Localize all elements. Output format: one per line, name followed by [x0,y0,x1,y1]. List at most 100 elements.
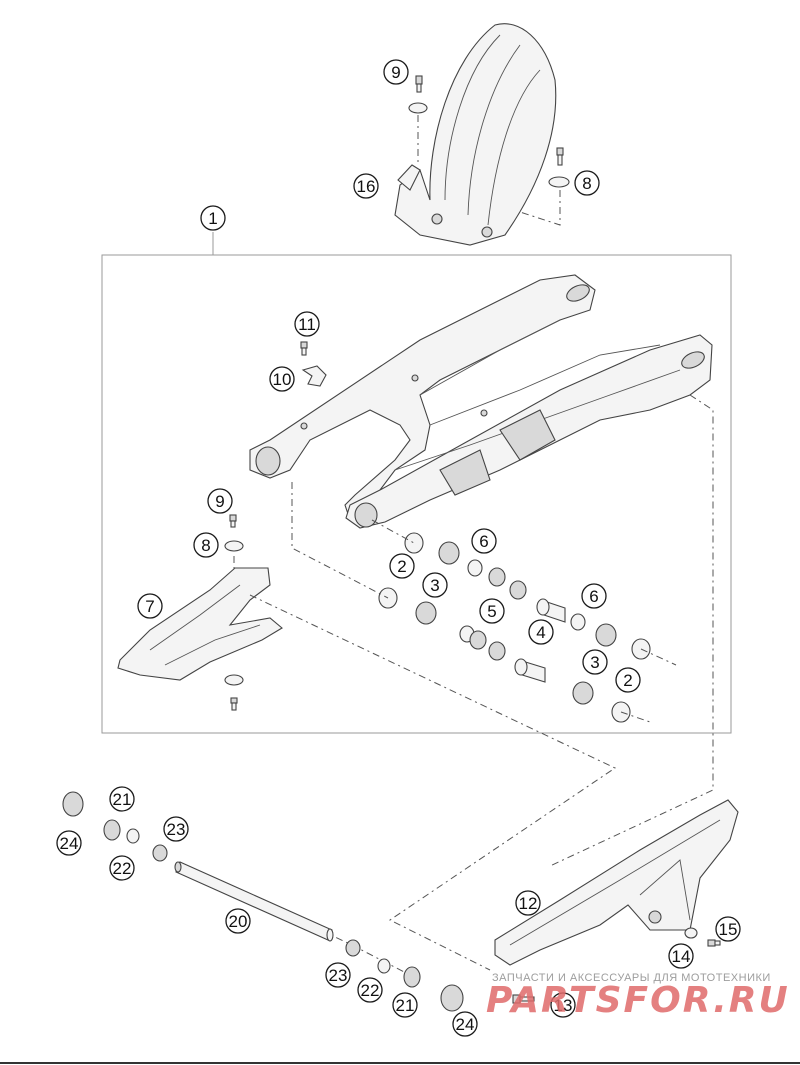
callout-number: 23 [167,820,186,839]
washer-22-left [126,828,140,844]
callout-number: 2 [623,671,632,690]
callout-number: 15 [719,920,738,939]
callout-number: 22 [361,981,380,1000]
callout-number: 23 [329,966,348,985]
callout-number: 8 [201,536,210,555]
callout-10: 10 [269,366,295,392]
bushing-21-left [103,819,121,841]
washer-14 [684,927,698,939]
callout-13: 13 [550,992,576,1018]
callout-circle [528,619,554,645]
callout-circle [353,173,379,199]
callout-circle [422,572,448,598]
pivot-shaft [174,861,334,942]
callout-21: 21 [109,786,135,812]
callout-circle [225,908,251,934]
washer-guide-bottom [224,674,244,686]
callout-4: 4 [528,619,554,645]
screw-15 [707,939,721,947]
callout-circle [392,992,418,1018]
dust-cap-24-right [440,984,464,1012]
callout-circle [294,311,320,337]
callout-number: 2 [397,557,406,576]
rear-mudguard [394,23,557,246]
callout-circle [471,528,497,554]
callout-circle [582,649,608,675]
screw-guide-bottom [230,697,238,711]
watermark-logo: PARTSFOR.RU [486,980,790,1021]
bottom-border [0,1062,800,1064]
screw-11 [300,341,308,356]
callout-circle [581,583,607,609]
callout-9: 9 [383,59,409,85]
washer-8-top-left [408,102,428,114]
callout-12: 12 [515,890,541,916]
callout-8: 8 [574,170,600,196]
callout-6: 6 [581,583,607,609]
screw-13 [512,994,535,1004]
callout-number: 20 [229,912,248,931]
screw-8-top [556,147,564,166]
callout-number: 9 [215,492,224,511]
callout-23: 23 [325,962,351,988]
callout-circle [269,366,295,392]
callout-number: 16 [357,177,376,196]
callout-circle [163,816,189,842]
bushing-21-right [403,966,421,988]
bearing-set [378,532,651,723]
spacer-23-left [152,844,168,862]
watermark-logo-part1: PARTS [486,980,624,1021]
callout-circle [357,977,383,1003]
clip-10 [301,365,327,387]
callout-circle [715,916,741,942]
callout-6: 6 [471,528,497,554]
callout-23: 23 [163,816,189,842]
callout-circle [615,667,641,693]
callout-number: 22 [113,859,132,878]
callout-1: 1 [200,205,226,231]
washer-22-right [377,958,391,974]
callout-number: 21 [113,790,132,809]
callout-number: 12 [519,894,538,913]
callout-circle [109,786,135,812]
swingarm [249,274,713,529]
callout-11: 11 [294,311,320,337]
callout-number: 24 [456,1015,475,1034]
callout-2: 2 [615,667,641,693]
callout-2: 2 [389,553,415,579]
watermark-logo-part2: FOR.RU [623,980,790,1021]
callout-circle [479,598,505,624]
callout-7: 7 [137,593,163,619]
callout-number: 21 [396,996,415,1015]
callout-number: 9 [391,63,400,82]
spacer-23-right [345,939,361,957]
callout-number: 13 [554,996,573,1015]
callout-number: 3 [590,653,599,672]
callout-number: 14 [672,947,691,966]
callout-circle [200,205,226,231]
dust-cap-24-left [62,791,84,817]
callout-3: 3 [422,572,448,598]
callout-labels: 1223345667889910111213141516202121222223… [56,59,741,1037]
callout-circle [383,59,409,85]
callout-3: 3 [582,649,608,675]
callout-number: 6 [589,587,598,606]
swingarm-assembly-frame [101,254,732,734]
callout-circle [515,890,541,916]
watermark-tagline: ЗАПЧАСТИ И АКСЕССУАРЫ ДЛЯ МОТОТЕХНИКИ [492,972,771,984]
chain-guard [494,799,739,966]
callout-number: 8 [582,174,591,193]
callout-circle [325,962,351,988]
screw-9-top [415,75,423,93]
callout-14: 14 [668,943,694,969]
callout-number: 3 [430,576,439,595]
callout-number: 24 [60,834,79,853]
callout-number: 4 [536,623,545,642]
callout-5: 5 [479,598,505,624]
washer-8-top-right [548,176,570,188]
callout-9: 9 [207,488,233,514]
callout-circle [452,1011,478,1037]
callout-number: 6 [479,532,488,551]
callout-8: 8 [193,532,219,558]
